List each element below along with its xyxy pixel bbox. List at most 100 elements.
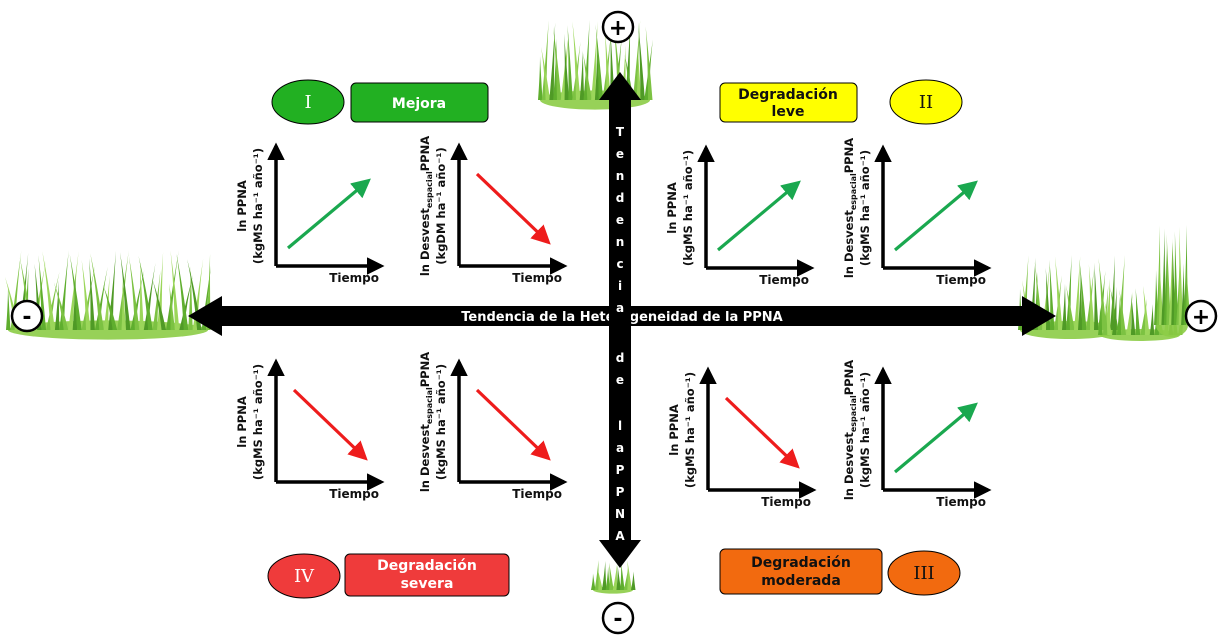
ylabel-main: ln Desvest (418, 208, 432, 276)
ylabel-suffix: PPNA (418, 136, 432, 171)
ylabel-line2: (kgMS ha⁻¹ año⁻¹) (434, 364, 448, 480)
quadrant-iv-header: IV Degradación severa (267, 553, 510, 599)
mini-chart-xlabel: Tiempo (936, 273, 986, 287)
ylabel-suffix: PPNA (842, 360, 856, 395)
quadrant-iv-label-line2: severa (401, 576, 454, 592)
vertical-axis-letter: d (616, 351, 625, 365)
trend-arrow-up (893, 402, 978, 474)
vertical-axis-letter: A (615, 529, 625, 543)
ylabel-line2: (kgMS ha⁻¹ año⁻¹) (681, 150, 695, 266)
quadrant-ii-label-line2: leve (772, 104, 805, 120)
ylabel-line1: ln PPNA (667, 404, 681, 456)
quadrant-iii-label-line2: moderada (761, 573, 841, 589)
svg-text:+: + (609, 16, 627, 41)
mini-chart-xlabel: Tiempo (329, 271, 379, 285)
ylabel-main: ln Desvest (842, 210, 856, 278)
quadrant-i-label: Mejora (392, 96, 446, 112)
mini-chart-xlabel: Tiempo (329, 487, 379, 501)
vertical-axis-letter: n (616, 169, 625, 183)
quadrant-iii-roman: III (913, 563, 934, 584)
top-plus-symbol: + (601, 10, 635, 44)
ylabel-line1: ln DesvestespacialPPNA (418, 352, 434, 492)
mini-chart-xlabel: Tiempo (512, 487, 562, 501)
ylabel-subscript: espacial (849, 173, 858, 210)
vertical-axis-letter: c (616, 257, 623, 271)
ylabel-line1: ln PPNA (665, 182, 679, 234)
svg-text:+: + (1192, 305, 1210, 330)
quadrant-iii-label-box (719, 548, 883, 595)
vertical-axis-letter: T (616, 125, 625, 139)
quadrant-ii-label-box (719, 82, 858, 123)
ylabel-line2: (kgMS ha⁻¹ año⁻¹) (251, 364, 265, 480)
mini-chart-ylabel: ln DesvestespacialPPNA(kgDM ha⁻¹ año⁻¹) (418, 136, 448, 276)
vertical-axis-letter: e (616, 213, 624, 227)
quadrant-i-label-box (350, 82, 489, 123)
trend-arrow-down (292, 388, 368, 461)
svg-text:-: - (613, 607, 622, 632)
quadrant-i-header: I Mejora (271, 79, 489, 125)
grass-right-3 (1154, 225, 1191, 337)
mini-chart-xlabel: Tiempo (936, 495, 986, 509)
mini-chart-xlabel: Tiempo (512, 271, 562, 285)
mini-chart-q3b: Tiempo ln DesvestespacialPPNA(kgMS ha⁻¹ a… (842, 360, 992, 509)
ylabel-subscript: espacial (425, 171, 434, 208)
ylabel-subscript: espacial (425, 387, 434, 424)
mini-chart-xlabel: Tiempo (761, 495, 811, 509)
ylabel-main: ln Desvest (418, 424, 432, 492)
quadrant-iii-header: Degradación moderada III (719, 548, 961, 596)
svg-text:-: - (22, 305, 31, 330)
vertical-axis-letter: a (616, 301, 624, 315)
bottom-minus-symbol: - (601, 601, 635, 635)
quadrant-iv-oval (267, 553, 341, 599)
quadrant-ii-label-line1: Degradación (738, 87, 838, 103)
quadrant-ii-roman: II (919, 92, 933, 113)
vertical-axis-letter: n (616, 235, 625, 249)
vertical-axis-letter: i (618, 279, 622, 293)
ylabel-line1: ln DesvestespacialPPNA (842, 360, 858, 500)
vertical-axis-letter: d (616, 191, 625, 205)
quadrant-iii-label-line1: Degradación (751, 555, 851, 571)
vertical-axis-letter: P (616, 463, 625, 477)
trend-arrow-up (893, 180, 978, 252)
mini-chart-ylabel: ln PPNA(kgMS ha⁻¹ año⁻¹) (667, 372, 697, 488)
mini-chart-q1a: Tiempo ln PPNA(kgMS ha⁻¹ año⁻¹) (235, 142, 385, 285)
ylabel-line2: (kgMS ha⁻¹ año⁻¹) (858, 372, 872, 488)
ylabel-line1: ln PPNA (235, 396, 249, 448)
vertical-axis-letter: N (615, 507, 625, 521)
mini-chart-ylabel: ln PPNA(kgMS ha⁻¹ año⁻¹) (235, 364, 265, 480)
ylabel-line2: (kgMS ha⁻¹ año⁻¹) (251, 148, 265, 264)
ylabel-line1: ln PPNA (235, 180, 249, 232)
mini-chart-ylabel: ln DesvestespacialPPNA(kgMS ha⁻¹ año⁻¹) (842, 360, 872, 500)
mini-chart-q4b: Tiempo ln DesvestespacialPPNA(kgMS ha⁻¹ a… (418, 352, 568, 501)
ylabel-line1: ln DesvestespacialPPNA (842, 138, 858, 278)
quadrant-ii-header: Degradación leve II (719, 79, 963, 125)
quadrant-iv-roman: IV (294, 566, 315, 587)
mini-chart-q1b: Tiempo ln DesvestespacialPPNA(kgDM ha⁻¹ a… (418, 136, 568, 285)
quadrant-iv-label-line1: Degradación (377, 558, 477, 574)
ylabel-suffix: PPNA (418, 352, 432, 387)
quadrant-i-oval (271, 79, 345, 125)
vertical-axis-letter: a (616, 441, 624, 455)
trend-arrow-up (286, 178, 371, 250)
ylabel-line1: ln DesvestespacialPPNA (418, 136, 434, 276)
ylabel-line2: (kgDM ha⁻¹ año⁻¹) (434, 147, 448, 264)
mini-chart-ylabel: ln PPNA(kgMS ha⁻¹ año⁻¹) (235, 148, 265, 264)
ylabel-line2: (kgMS ha⁻¹ año⁻¹) (683, 372, 697, 488)
vertical-axis-letter: P (616, 485, 625, 499)
vertical-axis-letter: e (616, 373, 624, 387)
mini-chart-ylabel: ln DesvestespacialPPNA(kgMS ha⁻¹ año⁻¹) (418, 352, 448, 492)
vertical-axis-letter: e (616, 147, 624, 161)
trend-arrow-down (724, 396, 800, 469)
trend-arrow-up (716, 180, 801, 252)
ylabel-subscript: espacial (849, 395, 858, 432)
quadrant-iii-oval (887, 550, 961, 596)
quadrant-i-roman: I (304, 92, 311, 113)
mini-chart-xlabel: Tiempo (759, 273, 809, 287)
ylabel-main: ln Desvest (842, 432, 856, 500)
vertical-axis-letter: l (618, 419, 622, 433)
